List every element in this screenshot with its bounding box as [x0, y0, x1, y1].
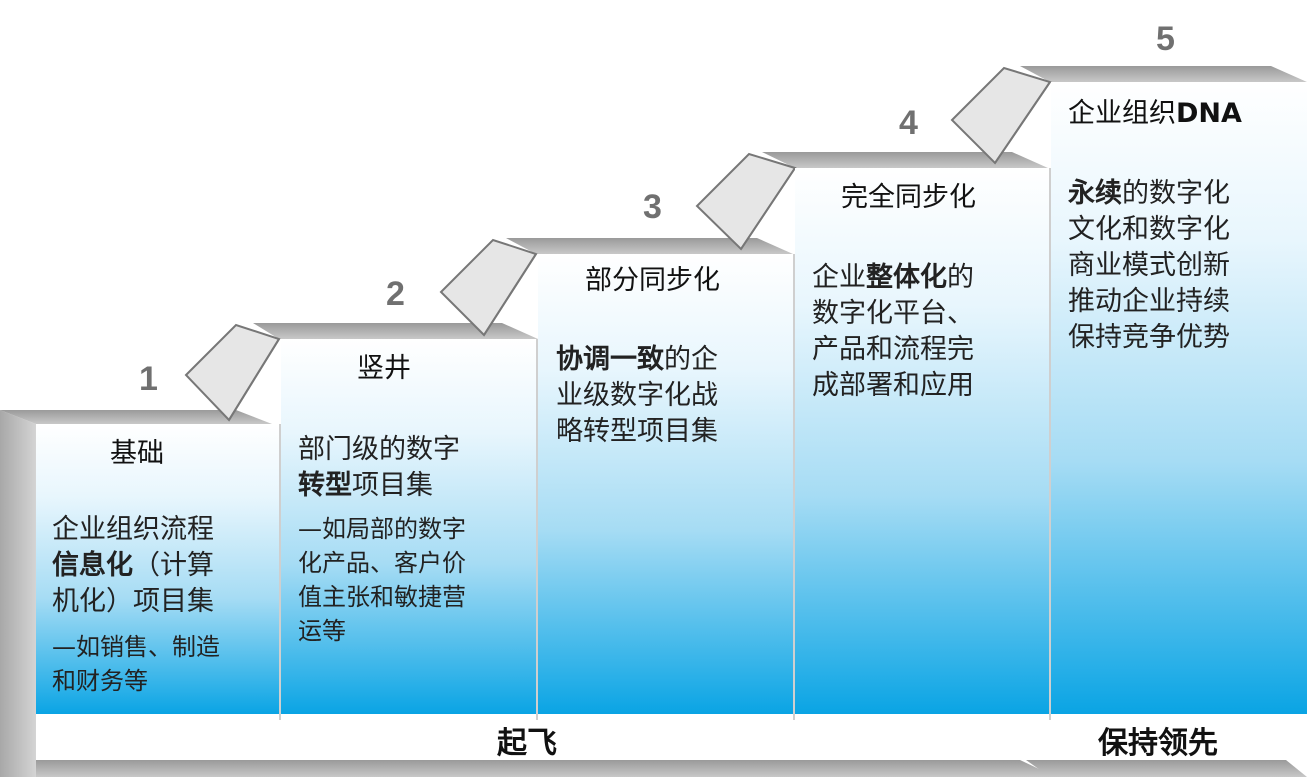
body-text: 企业组织流程 [52, 514, 214, 545]
body-text: 企业组织 [1068, 98, 1176, 129]
body-text: 企业 [812, 262, 866, 293]
base-band [36, 760, 1056, 777]
step-1-sub-line: —如销售、制造 [52, 633, 220, 661]
step1-side-wall [0, 410, 36, 777]
step-1-body-line: 信息化（计算 [52, 548, 274, 584]
step-5-body-line: 推动企业持续 [1068, 284, 1304, 320]
step-5-title: 企业组织DNA [1068, 96, 1242, 132]
step-3-title: 部分同步化 [585, 265, 720, 296]
body-text: 保持竞争优势 [1068, 322, 1230, 353]
connector-3-4 [695, 152, 797, 251]
step2-top [253, 323, 538, 339]
connector-4-5 [950, 66, 1052, 165]
step-4-number: 4 [899, 104, 918, 142]
step-2-title: 竖井 [357, 353, 411, 384]
step1-top [0, 410, 272, 424]
step-5-body-line: 文化和数字化 [1068, 212, 1304, 248]
step-2-sub-line: 化产品、客户价 [298, 549, 466, 577]
step-1-sub: —如销售、制造和财务等 [52, 630, 274, 698]
step5-top [1020, 66, 1307, 82]
step-2-sub-line: 运等 [298, 617, 346, 645]
step-5-title-line: 企业组织DNA [1068, 96, 1242, 132]
connector-2-3 [439, 238, 538, 337]
step-3-number: 3 [643, 188, 662, 226]
body-text: 机化）项目集 [52, 586, 214, 617]
step-1-body-line: 机化）项目集 [52, 584, 274, 620]
step-5-body: 永续的数字化文化和数字化商业模式创新推动企业持续保持竞争优势 [1068, 176, 1304, 356]
body-text: 文化和数字化 [1068, 214, 1230, 245]
step-4-body-line: 企业整体化的 [812, 260, 1044, 296]
step3-top [506, 238, 793, 254]
body-text: （计算 [133, 550, 214, 581]
step4-top [762, 152, 1048, 168]
step-2-sub: —如局部的数字化产品、客户价值主张和敏捷营运等 [298, 512, 530, 648]
step-3-body-line: 略转型项目集 [556, 414, 788, 450]
body-text: 的 [947, 262, 974, 293]
step-3-body-line: 协调一致的企 [556, 342, 788, 378]
body-text: 的企 [664, 344, 718, 375]
step-5-face [1051, 82, 1307, 714]
phase-takeoff-label: 起飞 [497, 726, 557, 761]
body-text: 推动企业持续 [1068, 286, 1230, 317]
step-5-body-line: 永续的数字化 [1068, 176, 1304, 212]
step-2-face [281, 339, 536, 714]
emphasis-text: DNA [1176, 98, 1242, 129]
step-3-body: 协调一致的企业级数字化战略转型项目集 [556, 342, 788, 450]
step-1-body-line: 企业组织流程 [52, 512, 274, 548]
body-text: 业级数字化战 [556, 380, 718, 411]
step-1-number: 1 [139, 360, 158, 398]
step-2-sub-line: 值主张和敏捷营 [298, 583, 466, 611]
base-band-lead [1026, 760, 1307, 777]
body-text: 产品和流程完 [812, 334, 974, 365]
step-1-face [36, 424, 279, 714]
step-2-number: 2 [386, 275, 405, 313]
emphasis-text: 信息化 [52, 550, 133, 581]
body-text: 成部署和应用 [812, 370, 974, 401]
body-text: 部门级的数字 [298, 434, 460, 465]
step-4-body-line: 产品和流程完 [812, 332, 1044, 368]
step-3-body-line: 业级数字化战 [556, 378, 788, 414]
step-1-title: 基础 [110, 438, 164, 469]
emphasis-text: 转型 [298, 470, 352, 501]
emphasis-text: 协调一致 [556, 344, 664, 375]
emphasis-text: 整体化 [866, 262, 947, 293]
step-2-sub-line: —如局部的数字 [298, 515, 466, 543]
body-text: 的数字化 [1122, 178, 1230, 209]
step-5-body-line: 商业模式创新 [1068, 248, 1304, 284]
connector-1-2 [184, 323, 281, 422]
step-4-body-line: 数字化平台、 [812, 296, 1044, 332]
step-4-body-line: 成部署和应用 [812, 368, 1044, 404]
body-text: 数字化平台、 [812, 298, 974, 329]
step-3-face [538, 254, 793, 714]
step-2-body-line: 部门级的数字 [298, 432, 530, 468]
step-5-number: 5 [1156, 20, 1175, 58]
step-4-title: 完全同步化 [841, 182, 976, 213]
step-4-face [795, 168, 1049, 714]
step-2-body: 部门级的数字转型项目集 [298, 432, 530, 504]
step-1-body: 企业组织流程信息化（计算机化）项目集 [52, 512, 274, 620]
step-2-body-line: 转型项目集 [298, 468, 530, 504]
body-text: 略转型项目集 [556, 416, 718, 447]
emphasis-text: 永续 [1068, 178, 1122, 209]
body-text: 项目集 [352, 470, 433, 501]
body-text: 商业模式创新 [1068, 250, 1230, 281]
phase-lead-label: 保持领先 [1098, 726, 1218, 761]
step-4-body: 企业整体化的数字化平台、产品和流程完成部署和应用 [812, 260, 1044, 404]
step-5-body-line: 保持竞争优势 [1068, 320, 1304, 356]
step-1-sub-line: 和财务等 [52, 667, 148, 695]
